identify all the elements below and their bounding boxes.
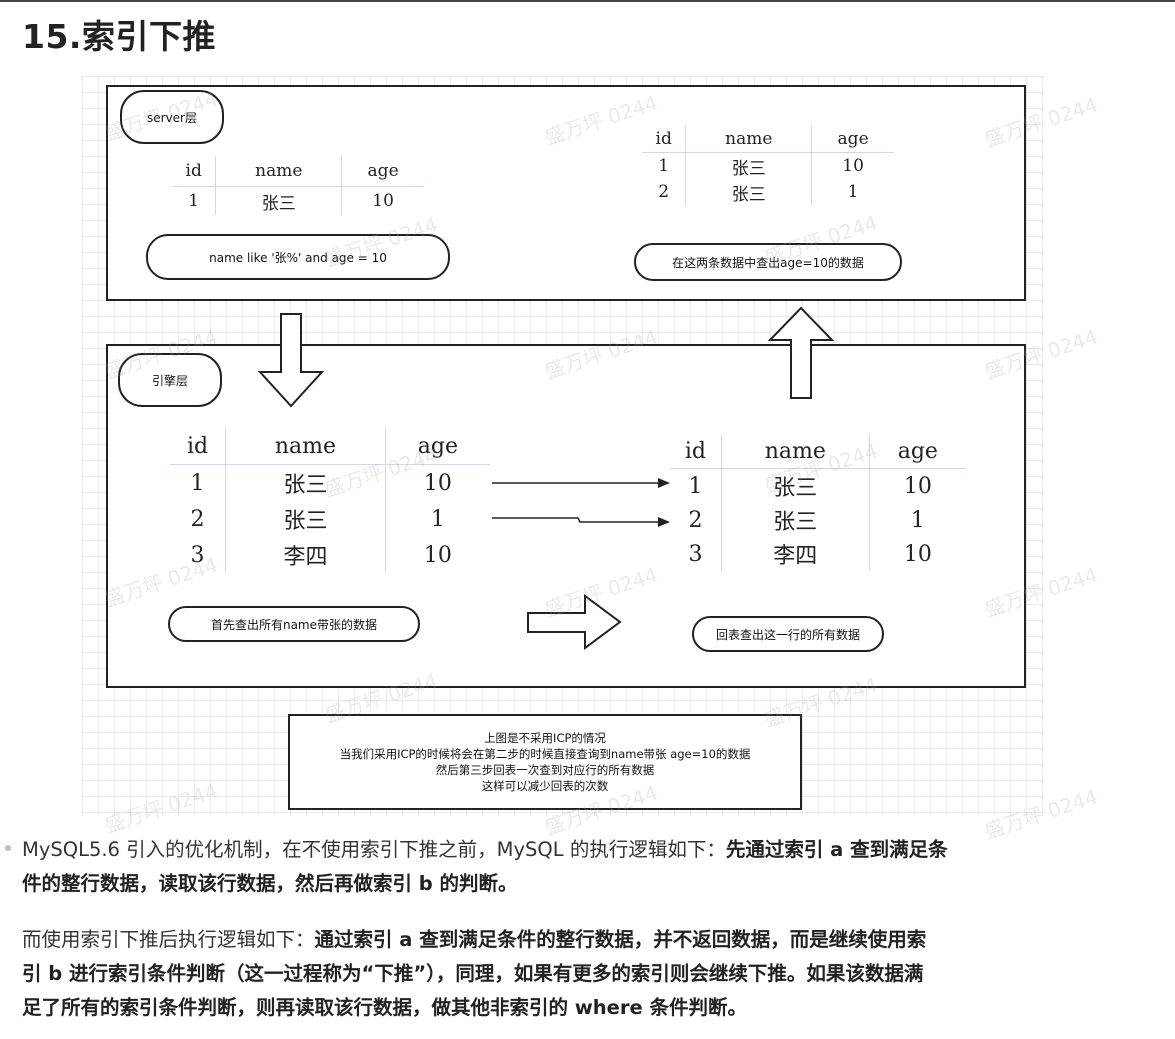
server-note-right: 在这两条数据中查出age=10的数据: [634, 243, 902, 281]
row-arrow-1-head: [658, 478, 670, 488]
table-row: 2 张三 1: [642, 179, 894, 205]
caption-box: 上图是不采用ICP的情况 当我们采用ICP的时候将会在第二步的时候直接查询到na…: [288, 714, 802, 810]
table-row: 1 张三 10: [172, 186, 424, 215]
col-header-id: id: [670, 434, 722, 469]
col-header-name: name: [720, 434, 870, 469]
caption-line: 当我们采用ICP的时候将会在第二步的时候直接查询到name带张 age=10的数…: [339, 747, 751, 761]
col-header-id: id: [172, 156, 216, 187]
top-rule: [0, 0, 1175, 2]
table-row: 2 张三 1: [670, 503, 966, 537]
up-block-arrow: [767, 306, 835, 399]
engine-layer-label: 引擎层: [118, 353, 222, 407]
col-header-id: id: [642, 126, 686, 153]
row-arrow-2: [492, 517, 660, 523]
server-table-left: id name age 1 张三 10: [172, 156, 424, 215]
engine-table-left: id name age 1 张三 10 2 张三 1 3 李四 10: [170, 428, 490, 573]
server-note-left: name like '张%' and age = 10: [146, 234, 450, 280]
right-block-arrow: [527, 594, 622, 650]
caption-line: 这样可以减少回表的次数: [481, 779, 609, 793]
table-row: 1 张三 10: [170, 464, 490, 501]
engine-table-right: id name age 1 张三 10 2 张三 1 3 李四 10: [670, 434, 966, 571]
row-arrow-2-head: [658, 517, 670, 527]
caption-line: 上图是不采用ICP的情况: [484, 731, 606, 745]
table-row: 2 张三 1: [170, 501, 490, 537]
server-table-right: id name age 1 张三 10 2 张三 1: [642, 126, 894, 205]
col-header-age: age: [868, 434, 966, 469]
col-header-name: name: [225, 428, 386, 465]
engine-note-left: 首先查出所有name带张的数据: [168, 606, 420, 642]
col-header-name: name: [685, 126, 812, 153]
col-header-id: id: [170, 428, 226, 465]
engine-note-right: 回表查出这一行的所有数据: [692, 616, 884, 652]
caption-line: 然后第三步回表一次查到对应行的所有数据: [435, 763, 655, 777]
table-row: 1 张三 10: [642, 152, 894, 179]
table-row: 3 李四 10: [170, 537, 490, 573]
table-row: 1 张三 10: [670, 468, 966, 503]
paragraph-before-icp: MySQL5.6 引入的优化机制，在不使用索引下推之前，MySQL 的执行逻辑如…: [22, 838, 948, 895]
table-row: 3 李四 10: [670, 537, 966, 571]
diagram-arrows: [257, 306, 835, 650]
down-block-arrow: [257, 313, 325, 408]
col-header-name: name: [215, 156, 342, 187]
server-layer-label: server层: [120, 90, 224, 144]
page-title: 15.索引下推: [22, 17, 216, 56]
paragraph-after-icp: 而使用索引下推后执行逻辑如下：通过索引 a 查到满足条件的整行数据，并不返回数据…: [22, 928, 927, 1019]
col-header-age: age: [341, 156, 424, 187]
col-header-age: age: [811, 126, 894, 153]
list-bullet: [5, 845, 11, 851]
icp-diagram: server层 引擎层 id name age 1 张三 10 id name …: [82, 76, 1101, 843]
col-header-age: age: [384, 428, 490, 465]
